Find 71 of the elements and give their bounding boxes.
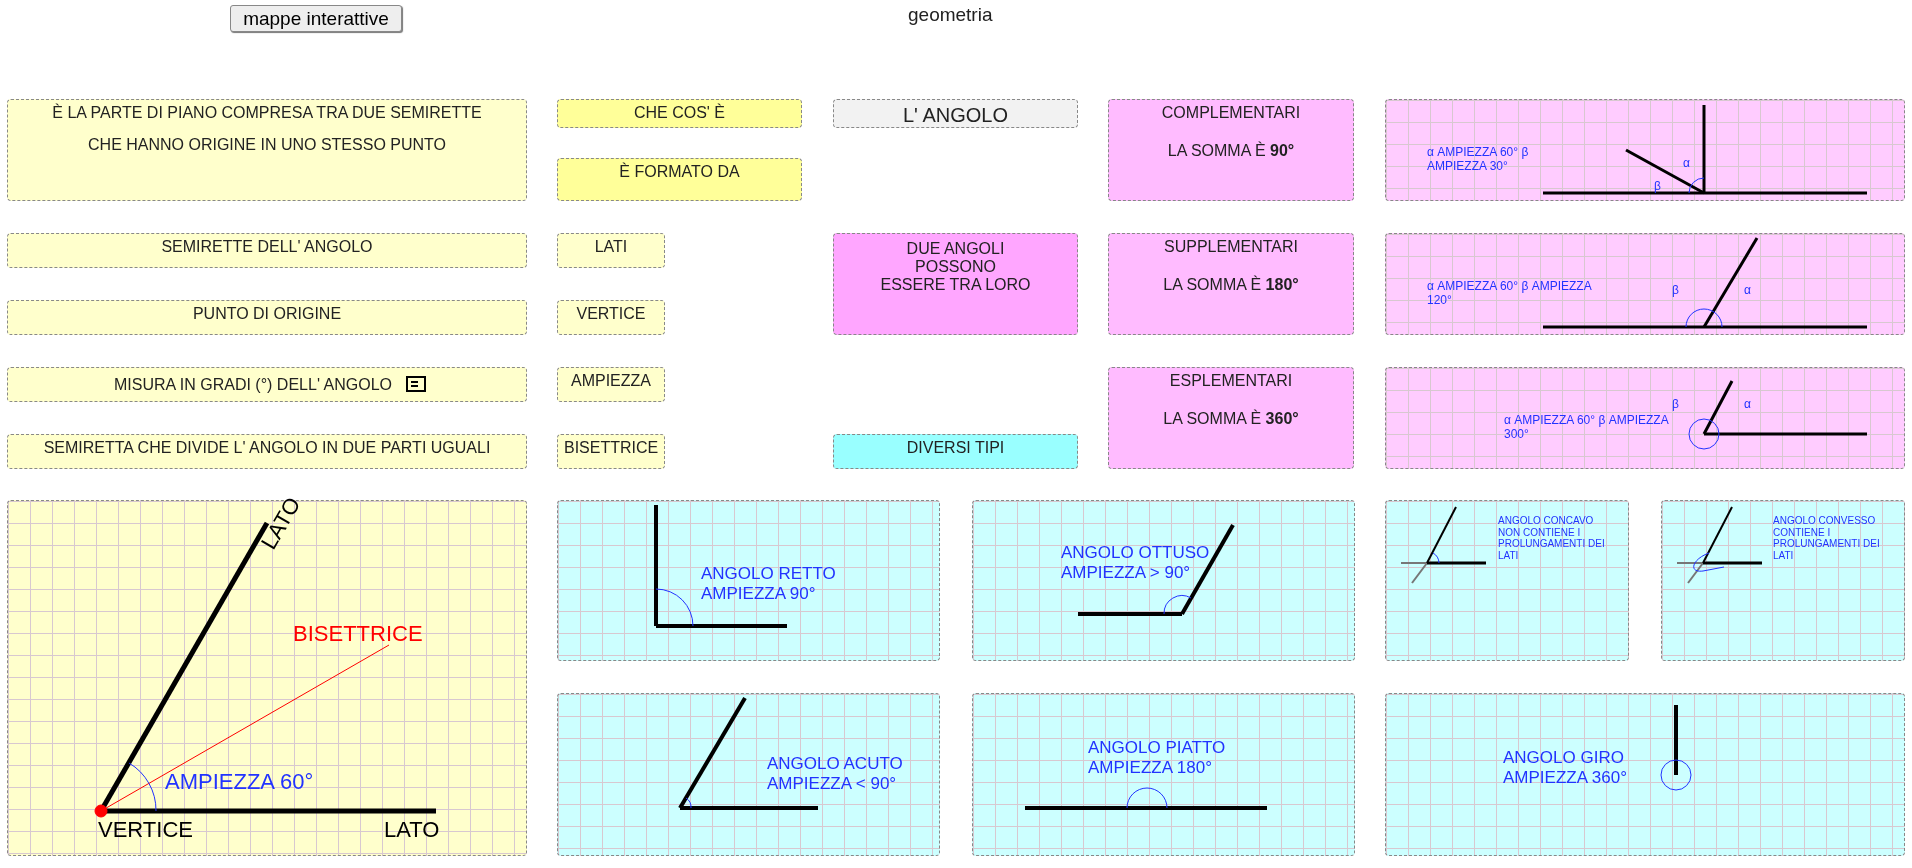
concept-card: [7, 233, 527, 268]
drawing-panel: [557, 693, 940, 856]
drawing-panel: [1385, 500, 1629, 661]
side-label: LATO: [384, 817, 440, 843]
card-text: CHE COS' È: [632, 104, 727, 122]
angle-measure: α AMPIEZZA 60° β AMPIEZZA 120°: [1427, 280, 1593, 308]
angle-label: ANGOLO CONVESSO CONTIENE I PROLUNGAMENTI DEI LATI: [1773, 515, 1881, 561]
angle-label: ANGOLO OTTUSO AMPIEZZA > 90°: [1061, 543, 1211, 583]
angle-symbol: α: [1744, 284, 1751, 298]
angle-symbol: α: [1683, 157, 1690, 171]
drawing-panel: [1661, 500, 1905, 661]
card-text: LA SOMMA È 90°: [1166, 142, 1296, 160]
drawing-panel: [557, 500, 940, 661]
card-text: LA SOMMA È 180°: [1162, 276, 1300, 294]
card-text: SEMIRETTE DELL' ANGOLO: [160, 238, 374, 256]
card-text: DIVERSI TIPI: [905, 439, 1006, 457]
concept-card: [833, 99, 1078, 128]
drawing-panel: [972, 500, 1355, 661]
card-text: BISETTRICE: [564, 439, 658, 457]
angle-measure: α AMPIEZZA 60° β AMPIEZZA 300°: [1504, 414, 1670, 442]
card-text: È LA PARTE DI PIANO COMPRESA TRA DUE SEMIRETTE: [51, 104, 483, 122]
concept-card: [557, 233, 665, 268]
concept-card: [557, 300, 665, 335]
angle-symbol: β: [1672, 284, 1679, 298]
concept-card: [1108, 367, 1354, 469]
angle-label: ANGOLO ACUTO AMPIEZZA < 90°: [767, 754, 904, 794]
card-text: LATI: [593, 238, 629, 256]
drawing-panel: [972, 693, 1355, 856]
angle-label: ANGOLO CONCAVO NON CONTIENE I PROLUNGAMENTI DEI LATI: [1498, 515, 1606, 561]
drawing-panel: [1385, 233, 1905, 335]
card-title: ESPLEMENTARI: [1168, 372, 1294, 390]
map-button: mappe interattive: [230, 5, 402, 32]
concept-card: [7, 99, 527, 201]
drawing-panel: [1385, 693, 1905, 856]
concept-card: [7, 300, 527, 335]
card-text: SEMIRETTA CHE DIVIDE L' ANGOLO IN DUE PARTI UGUALI: [42, 439, 492, 457]
concept-card: [7, 434, 527, 469]
angle-measure: α AMPIEZZA 60° β AMPIEZZA 30°: [1427, 146, 1530, 174]
concept-card: [7, 367, 527, 402]
card-text: È FORMATO DA: [618, 163, 741, 181]
concept-card: [557, 99, 802, 128]
angle-symbol: β: [1654, 180, 1661, 194]
card-text: VERTICE: [575, 305, 647, 323]
concept-card: [557, 158, 802, 201]
angle-symbol: β: [1672, 398, 1679, 412]
concept-card: [833, 434, 1078, 469]
concept-card: [1108, 99, 1354, 201]
card-text: LA SOMMA È 360°: [1162, 410, 1300, 428]
angle-label: ANGOLO RETTO AMPIEZZA 90°: [701, 564, 837, 604]
page-heading: geometria: [908, 4, 993, 26]
angle-measure: AMPIEZZA 60°: [165, 769, 314, 795]
concept-card: [557, 434, 665, 469]
concept-card: [1108, 233, 1354, 335]
angle-label: ANGOLO GIRO AMPIEZZA 360°: [1503, 748, 1628, 788]
card-text: AMPIEZZA: [570, 372, 652, 390]
card-text: CHE HANNO ORIGINE IN UNO STESSO PUNTO: [87, 136, 447, 154]
card-text: L' ANGOLO: [902, 104, 1009, 127]
angle-label: ANGOLO PIATTO AMPIEZZA 180°: [1088, 738, 1227, 778]
card-text: DUE ANGOLI POSSONO ESSERE TRA LORO: [880, 240, 1031, 294]
card-title: COMPLEMENTARI: [1160, 104, 1302, 122]
concept-card: [833, 233, 1078, 335]
drawing-panel: [7, 500, 527, 856]
card-title: SUPPLEMENTARI: [1163, 238, 1299, 256]
angle-symbol: α: [1744, 398, 1751, 412]
card-text: MISURA IN GRADI (°) DELL' ANGOLO: [114, 376, 392, 394]
concept-card: [557, 367, 665, 402]
card-text: PUNTO DI ORIGINE: [191, 305, 343, 323]
bisector-label: BISETTRICE: [293, 621, 423, 647]
drawing-panel: [1385, 367, 1905, 469]
drawing-panel: [1385, 99, 1905, 201]
vertex-label: VERTICE: [98, 817, 193, 843]
